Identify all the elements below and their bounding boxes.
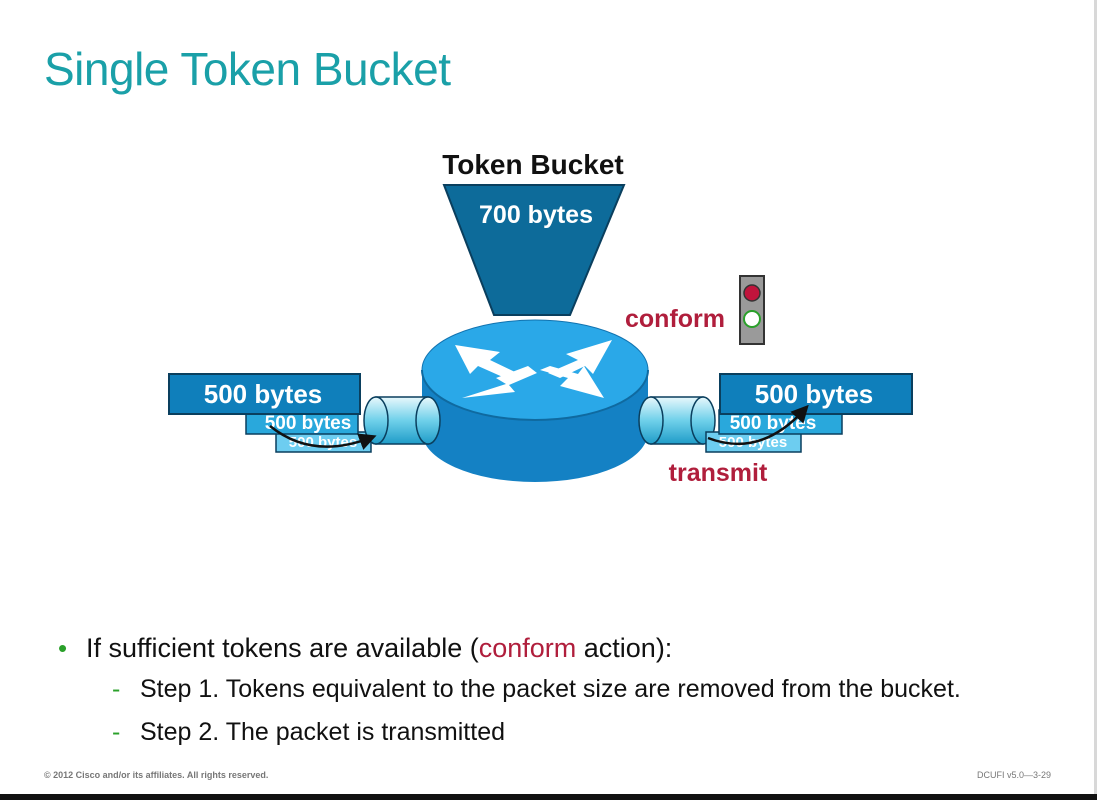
left-interface-pipe (363, 396, 441, 445)
bullet-text-start: If sufficient tokens are available ( (86, 633, 479, 663)
right-interface-pipe (638, 396, 716, 445)
right-flow-arrow (707, 404, 809, 446)
router-icon (421, 319, 649, 482)
step-2-text: Step 2. The packet is transmitted (140, 718, 506, 746)
right-packet-stack: 500 bytes 500 bytes 500 bytes (705, 373, 913, 453)
right-packet-label: 500 bytes (755, 379, 874, 409)
left-packet (168, 373, 361, 415)
right-packet-2-label: 500 bytes (730, 413, 817, 434)
conform-highlight: conform (478, 633, 577, 663)
bucket-capacity-label: 700 bytes (479, 201, 593, 229)
traffic-light-icon (739, 275, 765, 345)
step-1-text: Step 1. Tokens equivalent to the packet … (140, 675, 961, 703)
transmit-label: transmit (669, 459, 768, 487)
copyright-footer: © 2012 Cisco and/or its affiliates. All … (44, 770, 269, 780)
left-flow-arrow (269, 425, 377, 450)
slide-edge (1094, 0, 1097, 800)
sub-bullet-marker: - (112, 718, 121, 746)
left-packet-stack: 500 bytes 500 bytes 500 bytes (168, 373, 372, 453)
bucket-title: Token Bucket (442, 149, 624, 180)
left-packet-label: 500 bytes (204, 379, 323, 409)
slide-bottom-bar (0, 794, 1097, 800)
conform-label: conform (625, 305, 725, 333)
right-packet (719, 373, 913, 415)
bullet-marker: • (58, 633, 68, 663)
course-code-footer: DCUFI v5.0—3-29 (976, 770, 1051, 780)
bullet-text: If sufficient tokens are available (conf… (86, 628, 672, 668)
token-bucket-shape (442, 184, 626, 316)
sub-bullet-marker: - (112, 675, 121, 703)
left-packet-2-label: 500 bytes (265, 413, 352, 434)
slide-title: Single Token Bucket (44, 43, 451, 95)
bullet-text-end: action): (576, 633, 673, 663)
